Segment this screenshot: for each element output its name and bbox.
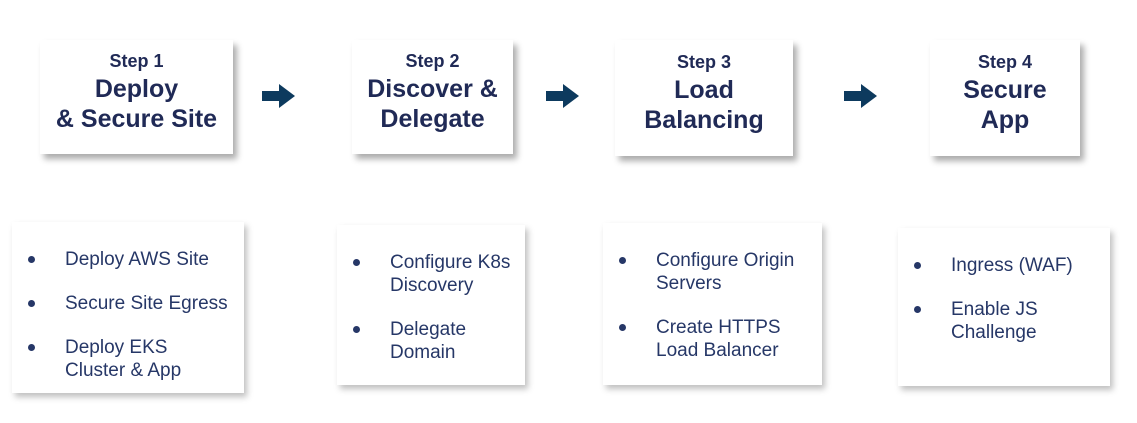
bullet-label: Servers [656, 273, 722, 294]
bullet-icon [914, 306, 921, 313]
step-2-details-card: Configure K8s Discovery Delegate Domain [337, 225, 525, 385]
bullet-label: Challenge [951, 322, 1037, 343]
bullet-label: Configure Origin [656, 250, 795, 271]
bullet-label: Load Balancer [656, 340, 779, 361]
step-4-label: Step 4 [977, 52, 1033, 72]
step-1-label: Step 1 [109, 51, 164, 71]
step-2-title: Discover & Delegate [367, 74, 498, 134]
list-item: Ingress (WAF) [912, 254, 1102, 277]
bullet-label: Configure K8s [390, 252, 511, 273]
step-4-box: Step 4 Secure App [930, 40, 1080, 156]
step-2-title-line-1: Discover & [367, 75, 498, 103]
bullet-label: Deploy EKS [65, 337, 168, 358]
list-item: Configure Origin Servers [617, 249, 814, 295]
bullet-label: Delegate [390, 319, 467, 340]
step-3-title: Load Balancing [644, 75, 763, 135]
bullet-icon [619, 324, 626, 331]
bullet-icon [353, 259, 360, 266]
list-item: Enable JS Challenge [912, 298, 1102, 344]
flow-arrow-icon [844, 84, 877, 108]
list-item: Configure K8s Discovery [351, 251, 517, 297]
step-3-label: Step 3 [676, 52, 732, 72]
step-1-title: Deploy & Secure Site [56, 74, 217, 134]
step-4-title-line-2: App [980, 106, 1030, 134]
bullet-icon [353, 326, 360, 333]
step-4-details-card: Ingress (WAF) Enable JS Challenge [898, 228, 1110, 386]
bullet-icon [914, 262, 921, 269]
bullet-icon [28, 256, 35, 263]
step-3-title-line-1: Load [674, 76, 734, 104]
step-4-title: Secure App [963, 75, 1046, 135]
step-2-title-line-2: Delegate [380, 105, 485, 133]
bullet-icon [619, 257, 626, 264]
bullet-label: Cluster & App [65, 360, 182, 381]
bullet-icon [28, 344, 35, 351]
bullet-label: Enable JS [951, 299, 1038, 320]
flow-arrow-icon [262, 84, 295, 108]
step-1-title-line-1: Deploy [94, 75, 179, 103]
bullet-label: Secure Site Egress [65, 293, 228, 314]
step-2-box: Step 2 Discover & Delegate [352, 40, 513, 154]
list-item: Deploy AWS Site [26, 248, 236, 271]
flow-arrow-icon [546, 84, 579, 108]
step-1-box: Step 1 Deploy & Secure Site [40, 40, 233, 154]
bullet-label: Create HTTPS [656, 317, 781, 338]
list-item: Delegate Domain [351, 318, 517, 364]
bullet-label: Ingress (WAF) [951, 255, 1073, 276]
list-item: Secure Site Egress [26, 292, 236, 315]
list-item: Deploy EKS Cluster & App [26, 336, 236, 382]
bullet-label: Discovery [390, 275, 474, 296]
list-item: Create HTTPS Load Balancer [617, 316, 814, 362]
step-1-details-card: Deploy AWS Site Secure Site Egress Deplo… [12, 222, 244, 393]
step-3-box: Step 3 Load Balancing [615, 40, 793, 156]
step-2-label: Step 2 [405, 51, 460, 71]
step-3-title-line-2: Balancing [644, 106, 764, 134]
step-4-title-line-1: Secure [963, 76, 1047, 104]
bullet-icon [28, 300, 35, 307]
bullet-label: Domain [390, 342, 456, 363]
bullet-label: Deploy AWS Site [65, 249, 209, 270]
step-1-title-line-2: & Secure Site [55, 105, 218, 133]
step-3-details-card: Configure Origin Servers Create HTTPS Lo… [603, 223, 822, 385]
